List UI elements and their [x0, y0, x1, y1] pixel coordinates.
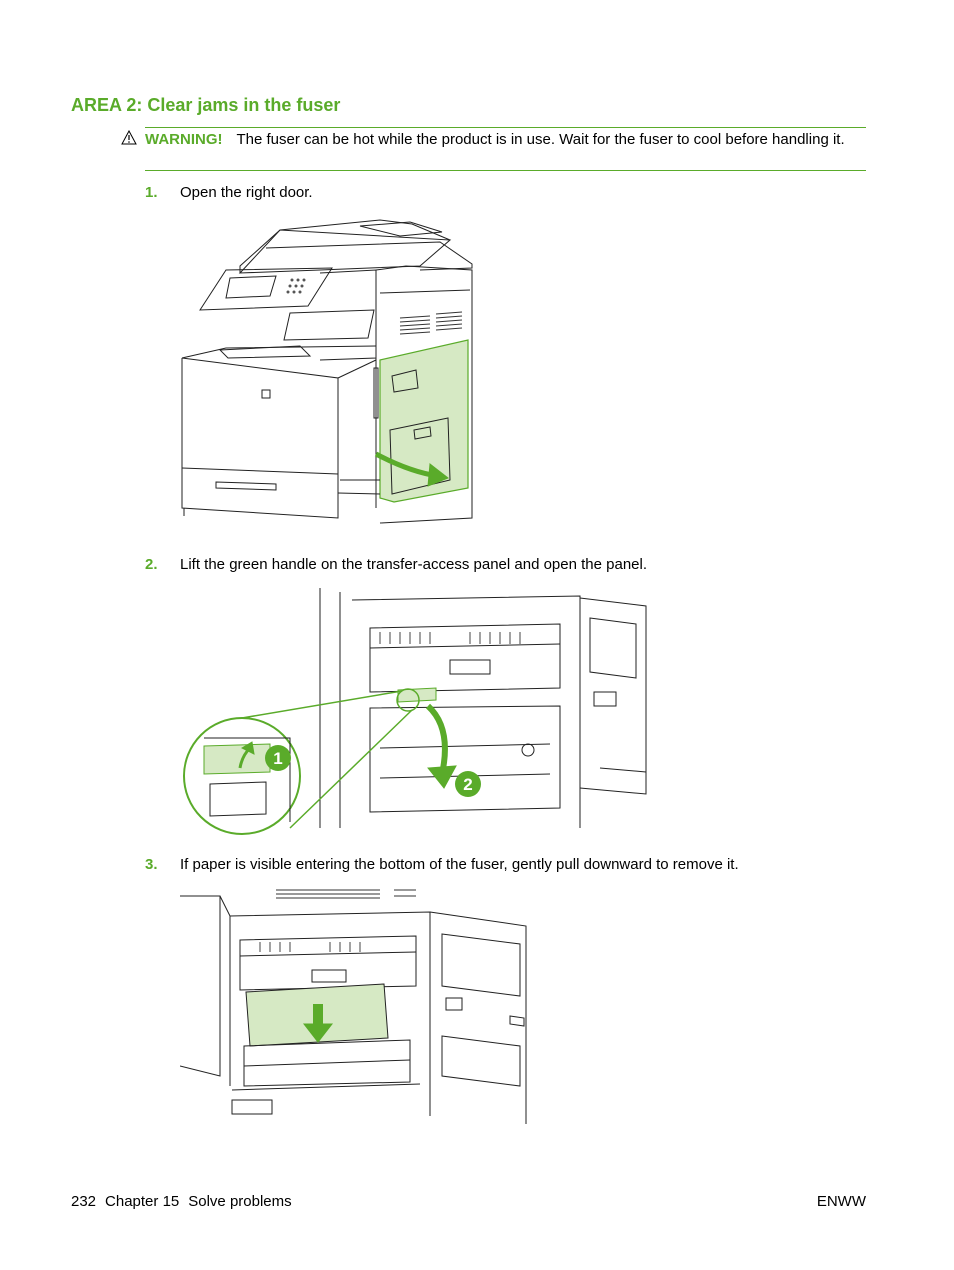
warning-label: WARNING! [145, 131, 223, 148]
section-heading: AREA 2: Clear jams in the fuser [71, 95, 341, 115]
warning-triangle-icon [121, 130, 137, 145]
step-text: Lift the green handle on the transfer-ac… [180, 556, 647, 573]
step-2: 2. Lift the green handle on the transfer-… [145, 555, 647, 574]
printer-right-door-figure [181, 219, 473, 524]
warning-box [145, 127, 866, 171]
warning-text-block: WARNING! The fuser can be hot while the p… [145, 130, 867, 149]
fuser-paper-removal-figure [180, 889, 527, 1124]
warning-message: The fuser can be hot while the product i… [236, 131, 845, 148]
footer-left: 232 Chapter 15 Solve problems [71, 1193, 292, 1210]
footer-chapter: Chapter 15 [105, 1193, 180, 1210]
footer-right: ENWW [816, 1193, 866, 1210]
transfer-access-panel-figure: 2 1 [183, 588, 647, 835]
step-number: 1. [145, 184, 158, 201]
step-1: 1. Open the right door. [145, 183, 313, 202]
footer-chapter-title: Solve problems [188, 1193, 292, 1210]
step-number: 2. [145, 556, 158, 573]
step-3: 3. If paper is visible entering the botto… [145, 855, 739, 874]
callout-2: 2 [463, 775, 472, 794]
step-text: If paper is visible entering the bottom … [180, 856, 739, 873]
step-number: 3. [145, 856, 158, 873]
page-number: 232 [71, 1193, 97, 1210]
callout-1: 1 [273, 749, 282, 768]
step-text: Open the right door. [180, 184, 313, 201]
